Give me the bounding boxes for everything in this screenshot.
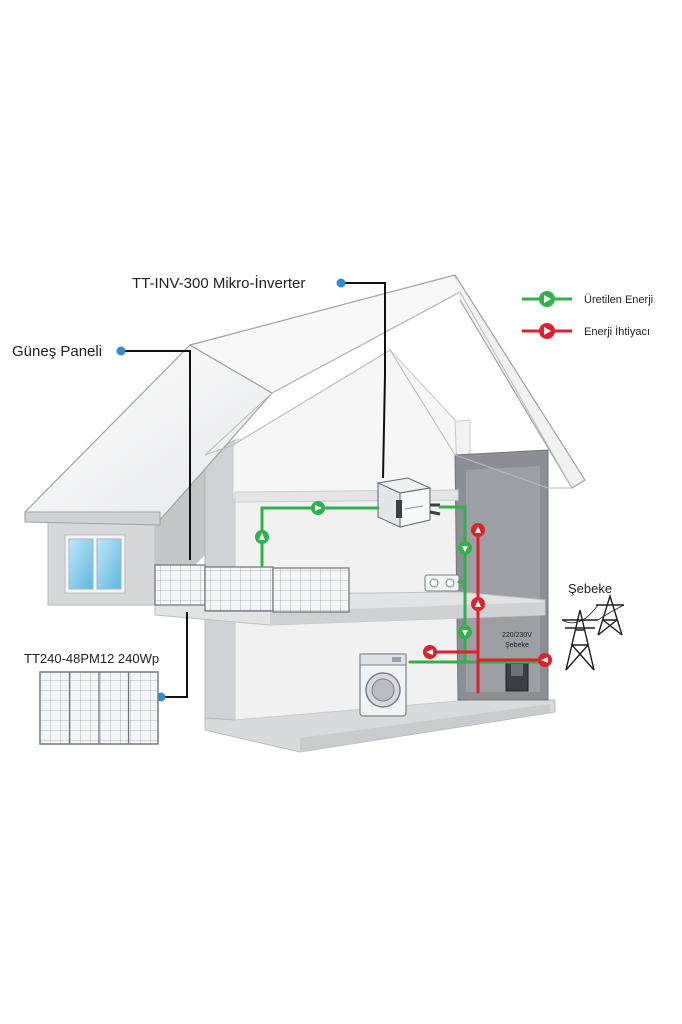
legend: Üretilen Enerji Enerji İhtiyacı: [522, 291, 653, 339]
meter-grid-label: Şebeke: [505, 642, 529, 649]
inverter-label: TT-INV-300 Mikro-İnverter: [132, 274, 305, 292]
solar-panel-2: [204, 566, 274, 612]
legend-produced-label: Üretilen Enerji: [584, 294, 653, 306]
solar-panel-1: [154, 564, 206, 606]
wall-socket: [424, 574, 460, 592]
produced-arrows: [255, 501, 472, 639]
washing-machine: [359, 653, 407, 717]
legend-demand: Enerji İhtiyacı: [522, 323, 650, 339]
meter-box: 220/230V Şebeke: [502, 632, 532, 692]
demand-arrows: [423, 523, 552, 667]
roof-gable-edge: [454, 274, 586, 489]
legend-demand-label: Enerji İhtiyacı: [584, 325, 650, 338]
meter-voltage-label: 220/230V: [502, 632, 532, 639]
grid-label: Şebeke: [568, 581, 612, 596]
solar-panel-3: [272, 567, 350, 613]
panel-model-label: TT240-48PM12 240Wp: [24, 651, 159, 666]
micro-inverter: [376, 477, 441, 528]
solar-panel-label: Güneş Paneli: [12, 343, 102, 360]
window: [64, 534, 126, 594]
balcony-solar-panels: [154, 564, 350, 613]
produced-energy-line: [260, 505, 547, 664]
legend-produced: Üretilen Enerji: [522, 291, 653, 307]
callout-dots: [116, 278, 346, 702]
callouts: [122, 282, 386, 698]
power-towers: [561, 593, 625, 671]
panel-model-illustration: [39, 671, 159, 745]
